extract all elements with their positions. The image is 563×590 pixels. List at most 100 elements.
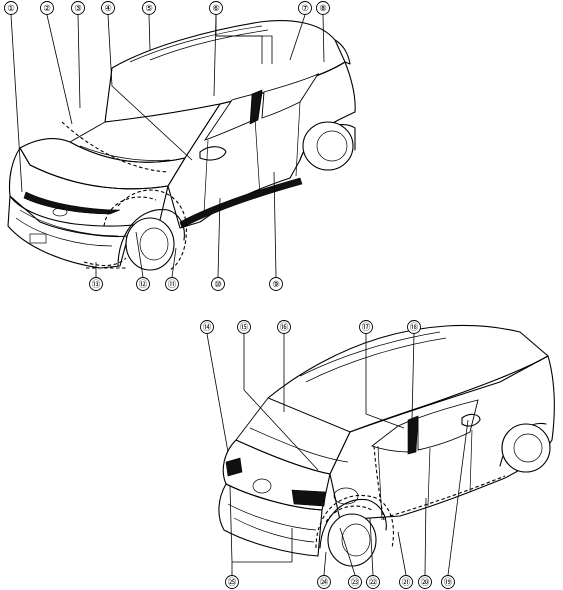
callout-20-text: ⑳ [421, 577, 430, 587]
rear-car-tail-lamp-right [291, 489, 327, 507]
front-car-roof-rail [129, 25, 269, 63]
front-car-dashed-liner [103, 196, 157, 227]
leader-18 [411, 333, 415, 421]
rear-car-roof-rail [299, 331, 447, 383]
leader-lines [10, 14, 469, 576]
callout-6: ⑥ [209, 1, 223, 15]
rear-car-dashed-arch-outer [315, 494, 394, 549]
callout-17-text: ⑰ [362, 322, 371, 332]
rear-car-front-wheel [501, 423, 551, 473]
rear-car-rear-arch [319, 498, 387, 549]
callout-2-text: ② [43, 3, 51, 13]
callout-21-text: ㉑ [402, 577, 411, 587]
callout-19: ⑲ [441, 575, 455, 589]
front-car-front-hub [139, 227, 169, 261]
callout-13: ⑬ [89, 277, 103, 291]
callout-22: ㉒ [366, 575, 380, 589]
callout-14-text: ⑭ [203, 322, 212, 332]
callout-3: ③ [71, 1, 85, 15]
front-car-rear-end [334, 39, 351, 65]
leader-6b [215, 15, 273, 64]
front-car-dashed-splash [83, 257, 127, 269]
leader-19 [447, 419, 469, 576]
callout-14: ⑭ [200, 320, 214, 334]
front-car-front-wheel [125, 217, 175, 271]
leader-11 [171, 247, 177, 278]
front-car-rocker-molding [179, 177, 303, 229]
rear-car-spoiler [249, 427, 349, 463]
leader-3 [77, 14, 81, 109]
front-car-rear-window [261, 72, 320, 119]
front-view-car [7, 20, 356, 271]
front-car-mirror [199, 146, 227, 161]
rear-car-dashed-rocker [389, 475, 506, 517]
rear-car-emblem [252, 478, 272, 494]
front-car-grille [15, 209, 119, 247]
callout-15: ⑮ [237, 320, 251, 334]
rear-car-bumper-lines [227, 503, 317, 543]
front-car-front-arch [117, 209, 185, 267]
leader-20 [424, 497, 427, 576]
front-car-emblem [52, 207, 68, 217]
callout-12: ⑫ [136, 277, 150, 291]
leader-5 [148, 14, 151, 51]
callout-15-text: ⑮ [240, 322, 249, 332]
leader-10 [217, 197, 221, 278]
callout-16: ⑯ [277, 320, 291, 334]
rear-car-mirror [461, 413, 481, 427]
callout-11: ⑪ [165, 277, 179, 291]
rear-car-roof [267, 324, 549, 433]
callout-10: ⑩ [211, 277, 225, 291]
rear-car-dashed-pillar [373, 445, 385, 521]
front-car-dashed-fender [117, 189, 187, 271]
callout-1: ① [4, 1, 18, 15]
callout-4: ④ [101, 1, 115, 15]
leader-1 [10, 14, 23, 193]
callout-22-text: ㉒ [369, 577, 378, 587]
callout-16-text: ⑯ [280, 322, 289, 332]
callout-23: ㉓ [348, 575, 362, 589]
front-car-fascia [8, 147, 169, 227]
leader-21 [397, 531, 407, 576]
leader-14 [206, 333, 229, 453]
leader-17 [365, 334, 405, 429]
callout-18: ⑱ [407, 320, 421, 334]
callout-9: ⑨ [269, 277, 283, 291]
callout-4-text: ④ [104, 3, 112, 13]
leader-4 [107, 14, 193, 161]
leader-15 [243, 334, 319, 471]
rear-car-b-pillar [407, 415, 419, 455]
rear-car-rear-wheel [327, 513, 377, 567]
callout-24: ㉔ [317, 575, 331, 589]
front-car-wiper [79, 145, 171, 161]
callout-13-text: ⑬ [92, 279, 101, 289]
callout-17: ⑰ [359, 320, 373, 334]
rear-car-fuel-door [333, 487, 359, 505]
front-car-dashed-hood-edge [61, 121, 169, 173]
callout-21: ㉑ [399, 575, 413, 589]
callout-18-text: ⑱ [410, 322, 419, 332]
front-view-labels: ① ② ③ ④ ⑤ ⑥ ⑦ ⑧ ⑨ ⑩ ⑪ ⑫ ⑬ [4, 1, 330, 291]
callout-7: ⑦ [298, 1, 312, 15]
callout-11-text: ⑪ [168, 279, 177, 289]
rear-car-rear-glass [235, 397, 351, 475]
front-car-plate [29, 233, 47, 244]
rear-car-bumper [218, 483, 323, 557]
callout-23-text: ㉓ [351, 577, 360, 587]
callout-8-text: ⑧ [319, 3, 327, 13]
callout-9-text: ⑨ [272, 279, 280, 289]
rear-car-dashed-arch-inner [325, 505, 373, 523]
rear-car-tail-lamp-left [225, 457, 243, 477]
front-car-windshield [69, 103, 221, 163]
leader-22 [369, 517, 374, 576]
callout-6-text: ⑥ [212, 3, 220, 13]
front-car-headlight [23, 191, 121, 215]
rear-view-labels: ⑭ ⑮ ⑯ ⑰ ⑱ ⑲ ⑳ ㉑ ㉒ ㉓ ㉔ ㉕ [200, 320, 455, 589]
callout-5: ⑤ [142, 1, 156, 15]
leader-6c [216, 35, 263, 64]
callout-5-text: ⑤ [145, 3, 153, 13]
callout-8: ⑧ [316, 1, 330, 15]
front-car-door-lines [203, 101, 301, 215]
callout-20: ⑳ [418, 575, 432, 589]
